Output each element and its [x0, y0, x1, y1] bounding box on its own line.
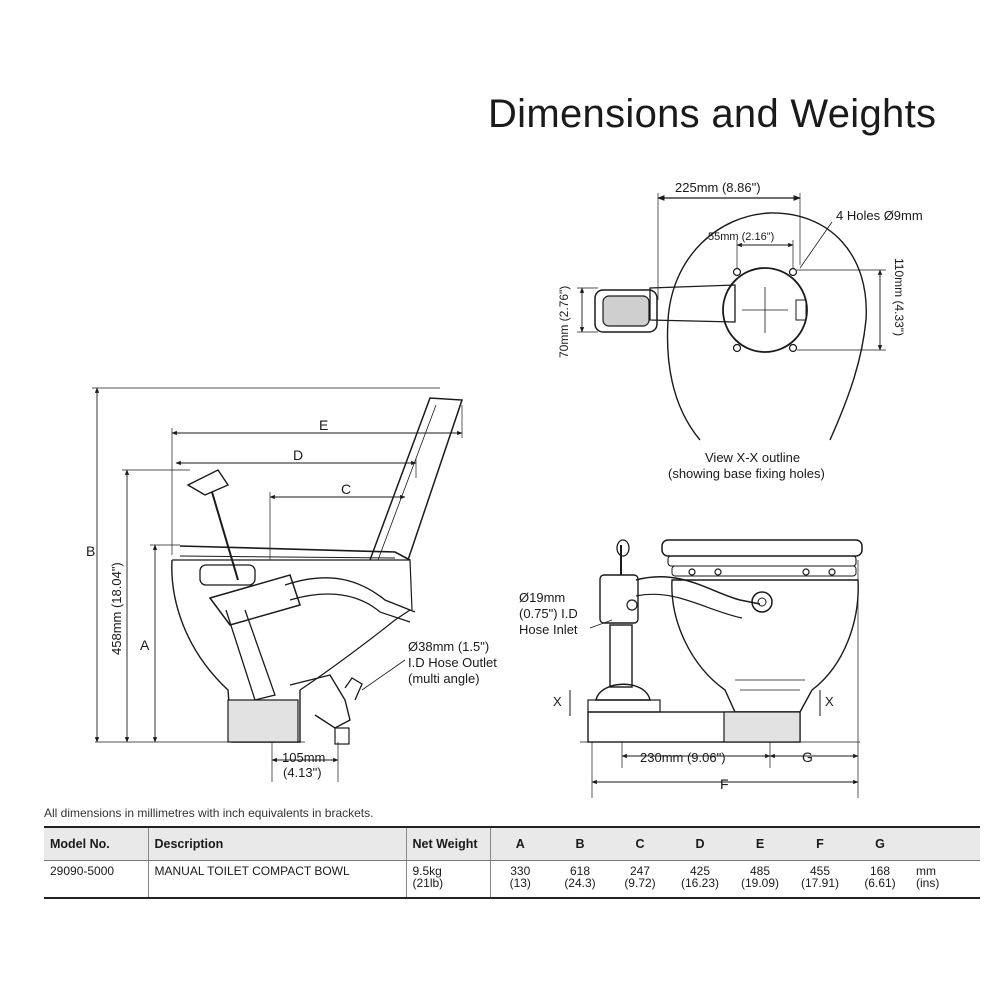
- header-c: C: [610, 826, 670, 861]
- plan-width-dim: 225mm (8.86"): [675, 180, 761, 195]
- header-f: F: [790, 826, 850, 861]
- cell-d: 425 (16.23): [670, 860, 730, 899]
- b-mm: 618: [569, 864, 591, 878]
- plan-holes-label: 4 Holes Ø9mm: [836, 208, 923, 223]
- cell-description: MANUAL TOILET COMPACT BOWL: [147, 860, 406, 899]
- e-in: (19.09): [740, 876, 780, 890]
- outlet-label-line1: Ø38mm (1.5"): [408, 639, 489, 654]
- cell-a: 330 (13): [489, 860, 550, 899]
- section-mark-right: X: [825, 694, 834, 709]
- inlet-hose: [635, 575, 761, 605]
- weight-lb: (21lb): [412, 876, 444, 890]
- seat: [179, 545, 411, 561]
- units-note: All dimensions in millimetres with inch …: [44, 806, 374, 820]
- d-in: (16.23): [680, 876, 720, 890]
- plan-right-height-dim: 110mm (4.33"): [892, 258, 906, 336]
- pump-handle: [186, 469, 230, 496]
- front-base-dim: 230mm (9.06"): [640, 750, 726, 765]
- plan-view: [577, 193, 886, 441]
- base-dim-in: (4.13"): [283, 765, 322, 780]
- header-model: Model No.: [44, 826, 148, 861]
- cell-model: 29090-5000: [44, 860, 148, 899]
- spec-table: Model No. Description Net Weight A B C D…: [44, 826, 980, 899]
- plan-caption-line2: (showing base fixing holes): [668, 466, 825, 481]
- label-c: C: [341, 481, 351, 497]
- a-in: (13): [509, 876, 531, 890]
- g-mm: 168: [869, 864, 891, 878]
- b-in: (24.3): [564, 876, 596, 890]
- unit-mm: mm: [916, 864, 936, 878]
- label-f: F: [720, 776, 729, 792]
- lid: [369, 397, 464, 561]
- fixing-hole: [788, 343, 798, 353]
- bowl-outline: [666, 212, 867, 441]
- c-mm: 247: [629, 864, 651, 878]
- pump-arm: [649, 284, 736, 323]
- label-a: A: [140, 637, 150, 653]
- bowl-body: [171, 559, 301, 743]
- a-mm: 330: [510, 864, 531, 878]
- outlet-elbow: [289, 674, 351, 729]
- label-e: E: [319, 417, 328, 433]
- fixing-hole: [732, 343, 742, 353]
- plan-caption-line1: View X-X outline: [705, 450, 800, 465]
- page-title: Dimensions and Weights: [488, 92, 937, 136]
- cell-f: 455 (17.91): [790, 860, 850, 899]
- weight-kg: 9.5kg: [412, 864, 442, 878]
- cell-e: 485 (19.09): [730, 860, 790, 899]
- pump-foot: [595, 683, 651, 701]
- outlet-label-line2: I.D Hose Outlet: [408, 655, 497, 670]
- header-description: Description: [147, 826, 406, 861]
- inlet-fitting: [751, 591, 773, 613]
- plan-left-height-dim: 70mm (2.76"): [557, 286, 571, 358]
- header-e: E: [730, 826, 790, 861]
- fixing-hole: [732, 267, 742, 277]
- header-b: B: [550, 826, 610, 861]
- outlet-label-line3: (multi angle): [408, 671, 480, 686]
- pump-block: [594, 289, 658, 333]
- front-view: [569, 539, 863, 798]
- outlet-hose: [284, 577, 416, 613]
- plan-hole-spacing-dim: 55mm (2.16"): [708, 231, 774, 243]
- c-in: (9.72): [624, 876, 656, 890]
- d-mm: 425: [689, 864, 711, 878]
- lid: [661, 539, 863, 557]
- side-height-dim: 458mm (18.04"): [109, 562, 124, 655]
- inlet-label-line2: (0.75") I.D: [519, 606, 578, 621]
- cell-units: mm (ins): [910, 860, 980, 899]
- base-foot: [227, 699, 299, 743]
- base-dim-mm: 105mm: [282, 750, 325, 765]
- header-a: A: [489, 826, 550, 861]
- inlet-label-line1: Ø19mm: [519, 590, 565, 605]
- section-mark-left: X: [553, 694, 562, 709]
- header-units: [910, 826, 980, 861]
- f-mm: 455: [809, 864, 831, 878]
- side-view: [92, 387, 464, 782]
- pump-body: [208, 574, 301, 626]
- label-d: D: [293, 447, 303, 463]
- pump-column: [609, 624, 633, 688]
- fixing-hole: [788, 267, 798, 277]
- base-ring: [722, 267, 808, 353]
- label-g: G: [802, 749, 813, 765]
- e-mm: 485: [749, 864, 771, 878]
- table-row: 29090-5000 MANUAL TOILET COMPACT BOWL 9.…: [44, 860, 980, 899]
- g-in: (6.61): [864, 876, 896, 890]
- unit-in: (ins): [916, 876, 940, 890]
- f-in: (17.91): [800, 876, 840, 890]
- cell-b: 618 (24.3): [550, 860, 610, 899]
- label-b: B: [86, 543, 95, 559]
- cell-weight: 9.5kg (21lb): [405, 860, 490, 899]
- header-weight: Net Weight: [405, 826, 490, 861]
- header-g: G: [850, 826, 910, 861]
- header-d: D: [670, 826, 730, 861]
- table-header-row: Model No. Description Net Weight A B C D…: [44, 826, 980, 861]
- cell-c: 247 (9.72): [610, 860, 670, 899]
- cell-g: 168 (6.61): [850, 860, 910, 899]
- inlet-label-line3: Hose Inlet: [519, 622, 578, 637]
